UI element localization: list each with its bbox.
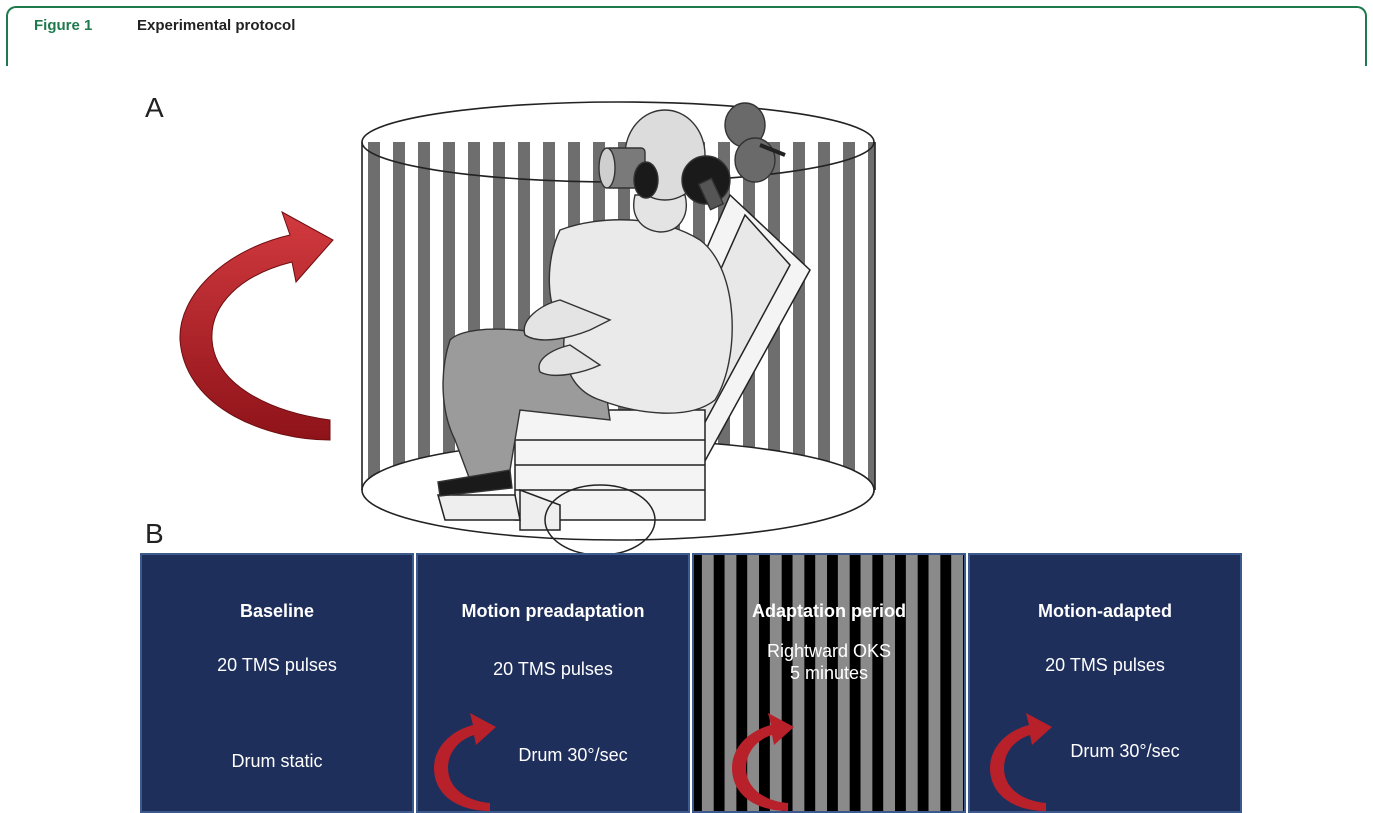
drum-stripe: [843, 142, 855, 541]
drum-stripe: [393, 142, 405, 541]
drum-stripe: [818, 142, 830, 541]
small-rotation-arrow-icon: [434, 713, 496, 811]
oks-stripe: [883, 555, 896, 811]
oks-stripe: [928, 555, 941, 811]
panel-a-label: A: [145, 92, 164, 123]
oks-stripe: [747, 555, 760, 811]
rotation-arrow-icon: [179, 210, 334, 441]
step-baseline: Baseline 20 TMS pulses Drum static: [140, 553, 414, 813]
step-heading: Baseline: [239, 601, 315, 621]
panel-b-label: B: [145, 518, 164, 549]
oks-stripe: [837, 555, 850, 811]
step-adaptation-period: Adaptation period Rightward OKS 5 minute…: [692, 553, 966, 813]
small-rotation-arrow-icon: [990, 713, 1052, 811]
step-line2: Drum 30°/sec: [518, 745, 628, 765]
seated-subject: [437, 102, 786, 497]
oks-stripes: [701, 555, 964, 811]
drum-stripe: [418, 142, 430, 541]
oks-stripe: [860, 555, 873, 811]
step-line1: 20 TMS pulses: [1045, 655, 1165, 675]
drum-illustration: [179, 101, 876, 556]
step-heading: Adaptation period: [752, 601, 906, 621]
step-line2: Drum static: [231, 751, 323, 771]
oks-stripe: [815, 555, 828, 811]
oks-stripe: [951, 555, 964, 811]
step-line2: 5 minutes: [789, 663, 869, 683]
figure-frame: [6, 6, 1367, 66]
step-line2: Drum 30°/sec: [1070, 741, 1180, 761]
drum-stripe: [793, 142, 805, 541]
step-line1: 20 TMS pulses: [217, 655, 337, 675]
drum-stripe: [368, 142, 380, 541]
drum-stripe: [868, 142, 875, 541]
step-line1: 20 TMS pulses: [493, 659, 613, 679]
step-motion-preadaptation: Motion preadaptation 20 TMS pulses Drum …: [416, 553, 690, 813]
step-heading: Motion-adapted: [1038, 601, 1172, 621]
small-rotation-arrow-icon: [732, 713, 794, 811]
oks-stripe: [792, 555, 805, 811]
figure-title: Experimental protocol: [137, 17, 296, 34]
oks-stripe: [769, 555, 782, 811]
oks-stripe: [905, 555, 918, 811]
oks-stripe: [701, 555, 714, 811]
step-heading: Motion preadaptation: [461, 601, 645, 621]
step-motion-adapted: Motion-adapted 20 TMS pulses Drum 30°/se…: [968, 553, 1242, 813]
figure-label: Figure 1: [34, 17, 93, 34]
step-line1: Rightward OKS: [766, 641, 892, 661]
oks-stripe: [724, 555, 737, 811]
